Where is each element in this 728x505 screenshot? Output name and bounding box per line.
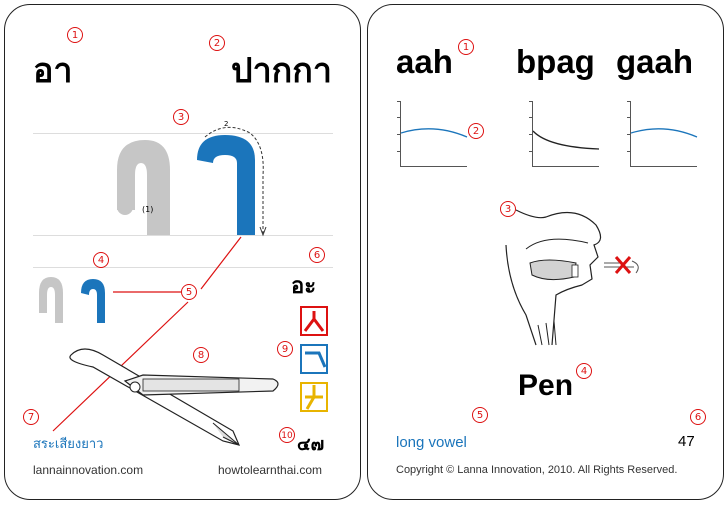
short-vowel-symbol: อะ	[291, 274, 317, 299]
marker-3: 3	[173, 109, 189, 125]
guide-line-bottom	[33, 235, 333, 236]
marker-r5: 5	[472, 407, 488, 423]
marker-8: 8	[193, 347, 209, 363]
copyright-text: Copyright © Lanna Innovation, 2010. All …	[396, 464, 678, 476]
vowel-length-thai: สระเสียงยาว	[33, 437, 104, 452]
right-flashcard: aah 1 bpag gaah 2 3 Pen 4 5 long vowel 6…	[367, 4, 724, 500]
word-gaah: gaah	[616, 43, 694, 80]
guide-line-top	[33, 133, 333, 134]
word-aah: aah	[396, 43, 453, 80]
tone-class-icon	[300, 306, 328, 412]
vowel-length-label: long vowel	[396, 434, 467, 451]
marker-7: 7	[23, 409, 39, 425]
tone-graph-1	[397, 101, 471, 167]
word-bpag: bpag	[516, 43, 595, 80]
marker-r1: 1	[458, 39, 474, 55]
marker-r2: 2	[468, 123, 484, 139]
tone-graph-3	[627, 101, 701, 167]
word-long: ปากกา	[231, 51, 332, 91]
marker-2: 2	[209, 35, 225, 51]
marker-10: 10	[279, 427, 295, 443]
pen-illustration-icon	[69, 348, 279, 446]
marker-r3: 3	[500, 201, 516, 217]
left-flashcard: อา 1 ปากกา 2 (1) 2 3 4 5 6 อะ 9	[4, 4, 361, 500]
stroke-label-1: (1)	[142, 205, 154, 214]
card-number: 47	[678, 433, 695, 450]
word-short: อา	[33, 51, 73, 91]
stroke-label-2: 2	[224, 120, 229, 128]
footer-left[interactable]: lannainnovation.com	[33, 463, 144, 477]
marker-r6: 6	[690, 409, 706, 425]
small-writing-diagram	[39, 277, 105, 323]
mouth-cross-section-icon	[505, 209, 639, 346]
marker-5: 5	[181, 284, 197, 300]
card-number-thai: ๔๗	[297, 434, 325, 455]
marker-4: 4	[93, 252, 109, 268]
meaning-word: Pen	[518, 369, 574, 402]
guide-line-small	[33, 267, 333, 268]
footer-right[interactable]: howtolearnthai.com	[218, 463, 323, 477]
marker-9: 9	[277, 341, 293, 357]
marker-6: 6	[309, 247, 325, 263]
marker-r4: 4	[576, 363, 592, 379]
marker-1: 1	[67, 27, 83, 43]
tone-graph-2	[529, 101, 603, 167]
stroke-order-diagram	[117, 126, 267, 237]
